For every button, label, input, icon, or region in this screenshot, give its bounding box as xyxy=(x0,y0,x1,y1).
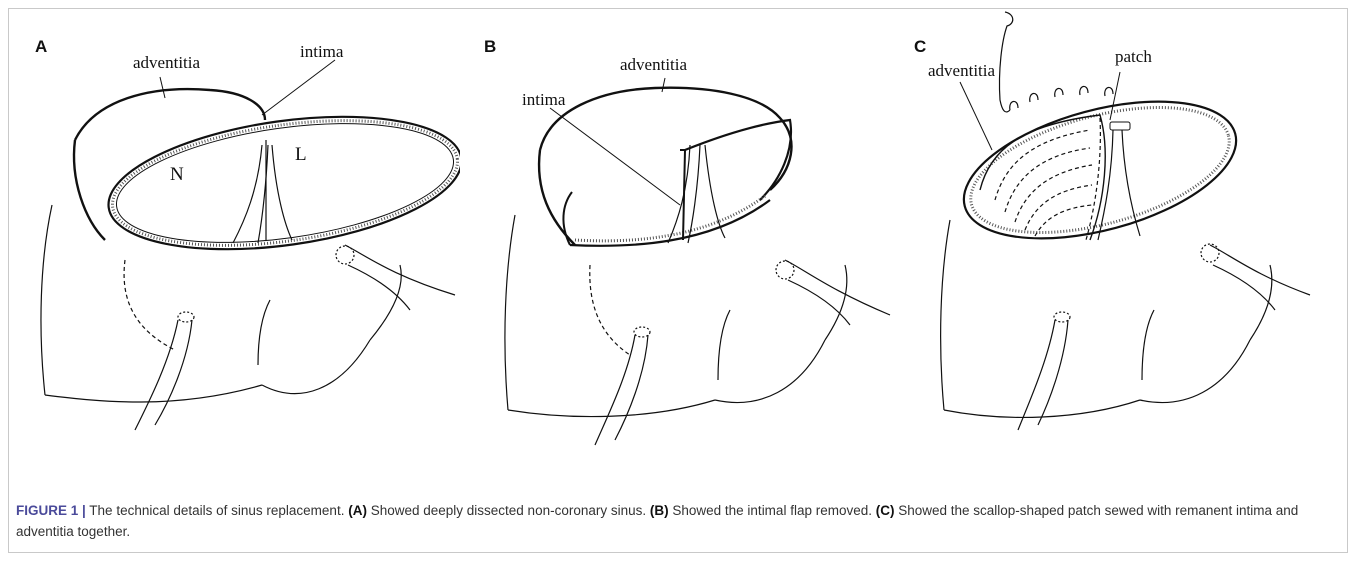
panel-a-l-label: L xyxy=(295,144,307,165)
panel-a-adventitia-label: adventitia xyxy=(133,53,200,72)
panel-a-intima-label: intima xyxy=(300,42,344,61)
caption-figure-label: FIGURE 1 | xyxy=(16,503,86,518)
caption-intro: The technical details of sinus replaceme… xyxy=(86,503,348,518)
caption-part-c-ref: (C) xyxy=(876,503,895,518)
caption-part-b-ref: (B) xyxy=(650,503,669,518)
caption-part-a-ref: (A) xyxy=(348,503,367,518)
panel-letter-c: C xyxy=(914,37,926,57)
panel-c-drawing: adventitia patch xyxy=(910,0,1355,470)
panel-letter-b: B xyxy=(484,37,496,57)
panel-b-drawing: adventitia intima xyxy=(480,0,900,470)
panel-a-n-label: N xyxy=(170,164,184,185)
panel-b-intima-label: intima xyxy=(522,90,566,109)
panel-c: C xyxy=(910,0,1355,470)
caption-part-b-text: Showed the intimal flap removed. xyxy=(669,503,876,518)
caption-part-a-text: Showed deeply dissected non-coronary sin… xyxy=(367,503,650,518)
panel-c-patch-label: patch xyxy=(1115,47,1152,66)
panel-a-drawing: adventitia intima N L xyxy=(0,0,460,470)
panel-c-adventitia-label: adventitia xyxy=(928,61,995,80)
panel-b-adventitia-label: adventitia xyxy=(620,55,687,74)
panel-letter-a: A xyxy=(35,37,47,57)
panel-a: A xyxy=(0,0,460,470)
panel-b: B xyxy=(480,0,900,470)
figure-caption: FIGURE 1 | The technical details of sinu… xyxy=(16,500,1336,542)
